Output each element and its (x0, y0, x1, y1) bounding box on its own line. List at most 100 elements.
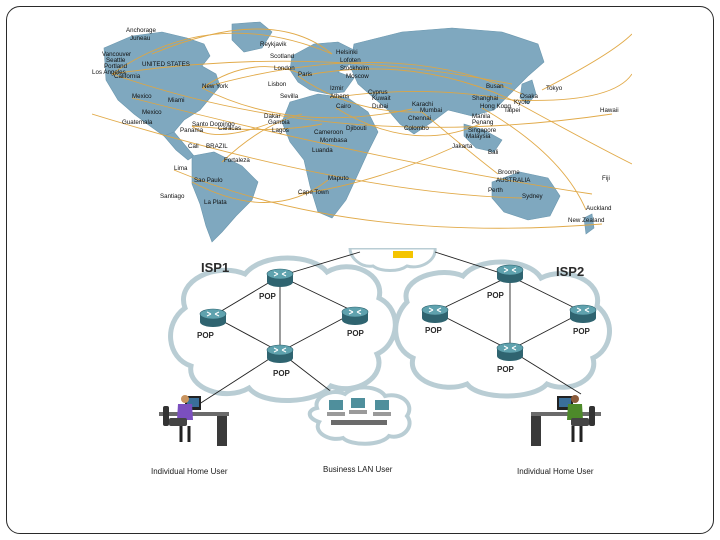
city-label: Paris (298, 71, 312, 78)
city-label: Lima (174, 165, 188, 172)
continent-south-america (191, 151, 259, 243)
city-label: Anchorage (126, 27, 156, 34)
city-label: Hawaii (600, 107, 619, 114)
isp2-cloud (393, 259, 612, 399)
pop-label: POP (273, 369, 291, 378)
city-label: Izmir (330, 85, 343, 92)
isp1-cloud (168, 255, 398, 403)
pop-label: POP (497, 365, 515, 374)
city-label: Miami (168, 97, 185, 104)
city-label: Scotland (270, 53, 295, 60)
home-user-left[interactable] (159, 395, 229, 446)
city-label: Moscow (346, 73, 369, 80)
city-label: Busan (486, 83, 504, 90)
city-label: Seattle (106, 57, 126, 64)
cable-route (329, 91, 513, 101)
city-label: London (274, 65, 295, 72)
city-label: Auckland (586, 205, 612, 212)
isp1-label: ISP1 (201, 260, 229, 275)
city-label: Manila (472, 113, 491, 120)
city-label: La Plata (204, 199, 227, 206)
cable-route (481, 107, 587, 211)
city-label: Sevilla (280, 93, 299, 100)
continent-asia (349, 27, 545, 135)
router-isp1-right[interactable] (341, 306, 369, 326)
router-isp1-bottom[interactable] (266, 344, 294, 364)
city-label: Shanghai (472, 95, 498, 102)
internet-cloud (348, 248, 437, 272)
city-label: Hong Kong (480, 103, 512, 110)
pc-tower-icon (217, 416, 227, 446)
city-label: Cali (188, 143, 199, 150)
pc-tower-icon (531, 416, 541, 446)
router-isp2-bottom[interactable] (496, 342, 524, 362)
city-label: Vancouver (102, 51, 131, 58)
city-label: Taipei (504, 107, 520, 114)
city-label: Cyprus (368, 89, 388, 96)
cable-route (131, 97, 593, 195)
router-isp1-top[interactable] (266, 268, 294, 288)
cable-route (335, 107, 481, 137)
city-label: Tokyo (546, 85, 563, 92)
city-label: Santiago (160, 193, 185, 200)
city-label: Mumbai (420, 107, 442, 114)
city-label: Penang (472, 119, 494, 126)
city-label: Luanda (312, 147, 333, 154)
city-label: New York (202, 83, 229, 90)
home-user-right[interactable] (531, 395, 601, 446)
lan-switch-icon (331, 420, 387, 425)
cable-route (201, 66, 303, 89)
city-label: California (114, 73, 141, 80)
city-label: Cameroon (314, 129, 343, 136)
city-label: Santo Domingo (192, 121, 235, 128)
city-label: Jakarta (452, 143, 473, 150)
cable-route (151, 28, 333, 55)
cable-route (297, 147, 453, 195)
router-isp2-left[interactable] (421, 304, 449, 324)
continent-north-america (103, 31, 221, 137)
world-cable-map: AnchorageJuneauVancouverSeattlePortlandL… (92, 14, 632, 250)
city-label: Caracas (218, 125, 241, 132)
router-isp1-left[interactable] (199, 308, 227, 328)
city-label: Los Angeles (92, 69, 126, 76)
user-label-middle: Business LAN User (323, 465, 393, 474)
city-label: Cairo (336, 103, 351, 110)
map-continents (103, 21, 595, 243)
person-icon (571, 395, 579, 403)
pop-label: POP (347, 329, 365, 338)
cable-route (421, 111, 499, 175)
pop-label: POP (259, 292, 277, 301)
city-label: Fortaleza (224, 157, 250, 164)
router-icon (393, 251, 413, 258)
cable-route (111, 73, 613, 128)
router-isp2-right[interactable] (569, 304, 597, 324)
cable-route (111, 32, 333, 75)
city-label: Broome (498, 169, 520, 176)
city-label: Mombasa (320, 137, 348, 144)
city-label: Athens (330, 93, 349, 100)
city-label: Chennai (408, 115, 431, 122)
continent-africa (281, 93, 379, 219)
city-label: Mexico (132, 93, 152, 100)
router-isp2-top[interactable] (496, 264, 524, 284)
isp2-label: ISP2 (556, 264, 584, 279)
lan-computer-icon (327, 400, 345, 416)
cable-route (297, 75, 423, 113)
city-label: Dakar (264, 113, 281, 120)
continent-australia (491, 171, 561, 221)
city-label: Mexico (142, 109, 162, 116)
cable-route (191, 179, 329, 203)
city-label: Maputo (328, 175, 349, 182)
business-lan-cloud[interactable] (307, 385, 412, 446)
city-label: Lofoten (340, 57, 361, 64)
city-label: UNITED STATES (142, 61, 190, 68)
cable-route (191, 123, 269, 135)
city-label: Fiji (602, 175, 610, 182)
city-label: Cape Town (298, 189, 329, 196)
city-label: Malaysia (466, 133, 491, 140)
cable-route (201, 61, 523, 95)
desk-icon (531, 412, 601, 416)
continent-japan (519, 79, 537, 105)
city-label: Kyoto (514, 99, 530, 106)
cable-route (111, 60, 513, 85)
